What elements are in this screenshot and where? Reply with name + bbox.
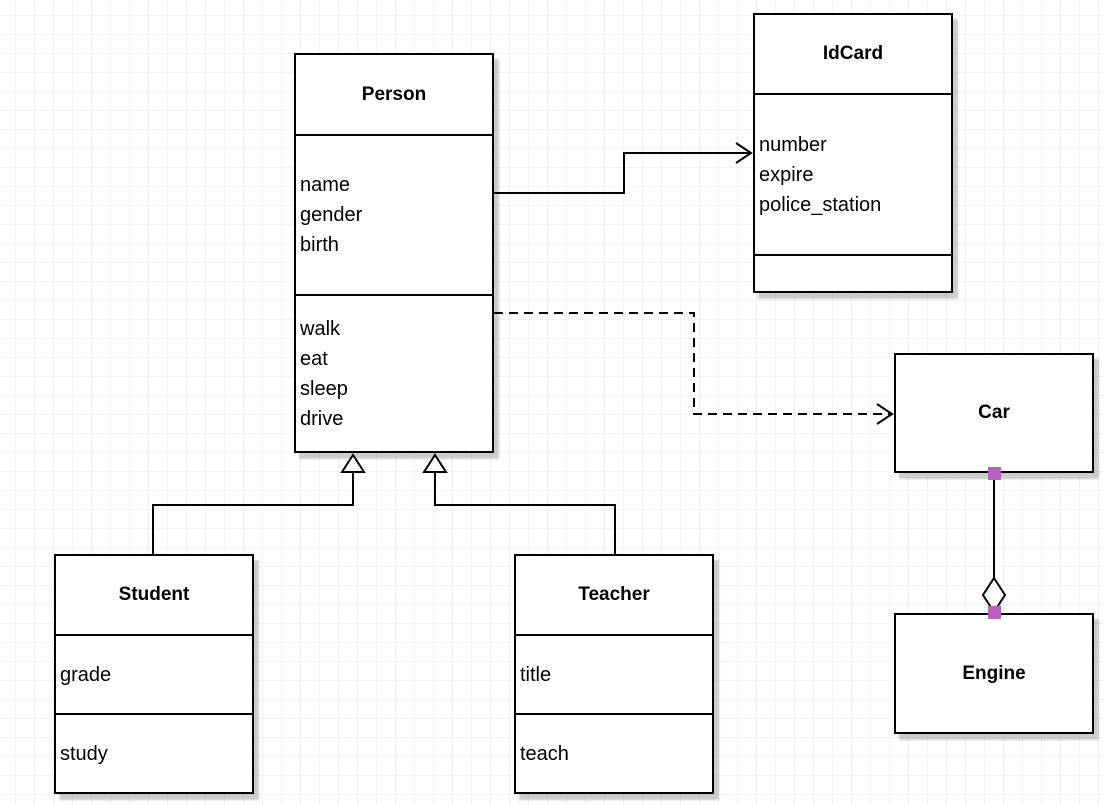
generalization-teacher-person[interactable] bbox=[422, 453, 616, 554]
class-teacher-title: Teacher bbox=[578, 584, 650, 605]
generalization-student-person[interactable] bbox=[152, 453, 366, 554]
open-arrowhead-icon bbox=[876, 403, 894, 425]
class-person-title: Person bbox=[361, 83, 427, 105]
class-idcard-attributes: number expire police_station bbox=[755, 93, 951, 254]
class-student[interactable]: Student grade study bbox=[54, 554, 254, 794]
class-person-methods: walk eat sleep drive bbox=[296, 294, 492, 451]
class-person-attributes: name gender birth bbox=[296, 134, 492, 294]
class-teacher-methods: teach bbox=[516, 713, 712, 792]
class-student-methods: study bbox=[56, 713, 252, 792]
class-idcard[interactable]: IdCard number expire police_station bbox=[753, 13, 953, 293]
hollow-triangle-icon bbox=[340, 453, 366, 473]
hollow-diamond-icon bbox=[981, 576, 1007, 614]
class-idcard-methods bbox=[755, 254, 951, 291]
class-car[interactable]: Car bbox=[894, 353, 1094, 473]
association-person-idcard[interactable] bbox=[494, 142, 753, 194]
class-student-title: Student bbox=[118, 584, 190, 605]
class-person[interactable]: Person name gender birth walk eat sleep … bbox=[294, 53, 494, 453]
aggregation-car-engine[interactable] bbox=[981, 467, 1007, 619]
class-teacher[interactable]: Teacher title teach bbox=[514, 554, 714, 794]
class-idcard-title: IdCard bbox=[822, 43, 884, 64]
class-teacher-attributes: title bbox=[516, 634, 712, 713]
class-car-title: Car bbox=[978, 402, 1010, 423]
class-engine-title: Engine bbox=[962, 662, 1026, 684]
class-student-attributes: grade bbox=[56, 634, 252, 713]
dependency-person-car[interactable] bbox=[494, 312, 894, 425]
class-engine[interactable]: Engine bbox=[894, 613, 1094, 734]
open-arrowhead-icon bbox=[735, 142, 753, 164]
hollow-triangle-icon bbox=[422, 453, 448, 473]
